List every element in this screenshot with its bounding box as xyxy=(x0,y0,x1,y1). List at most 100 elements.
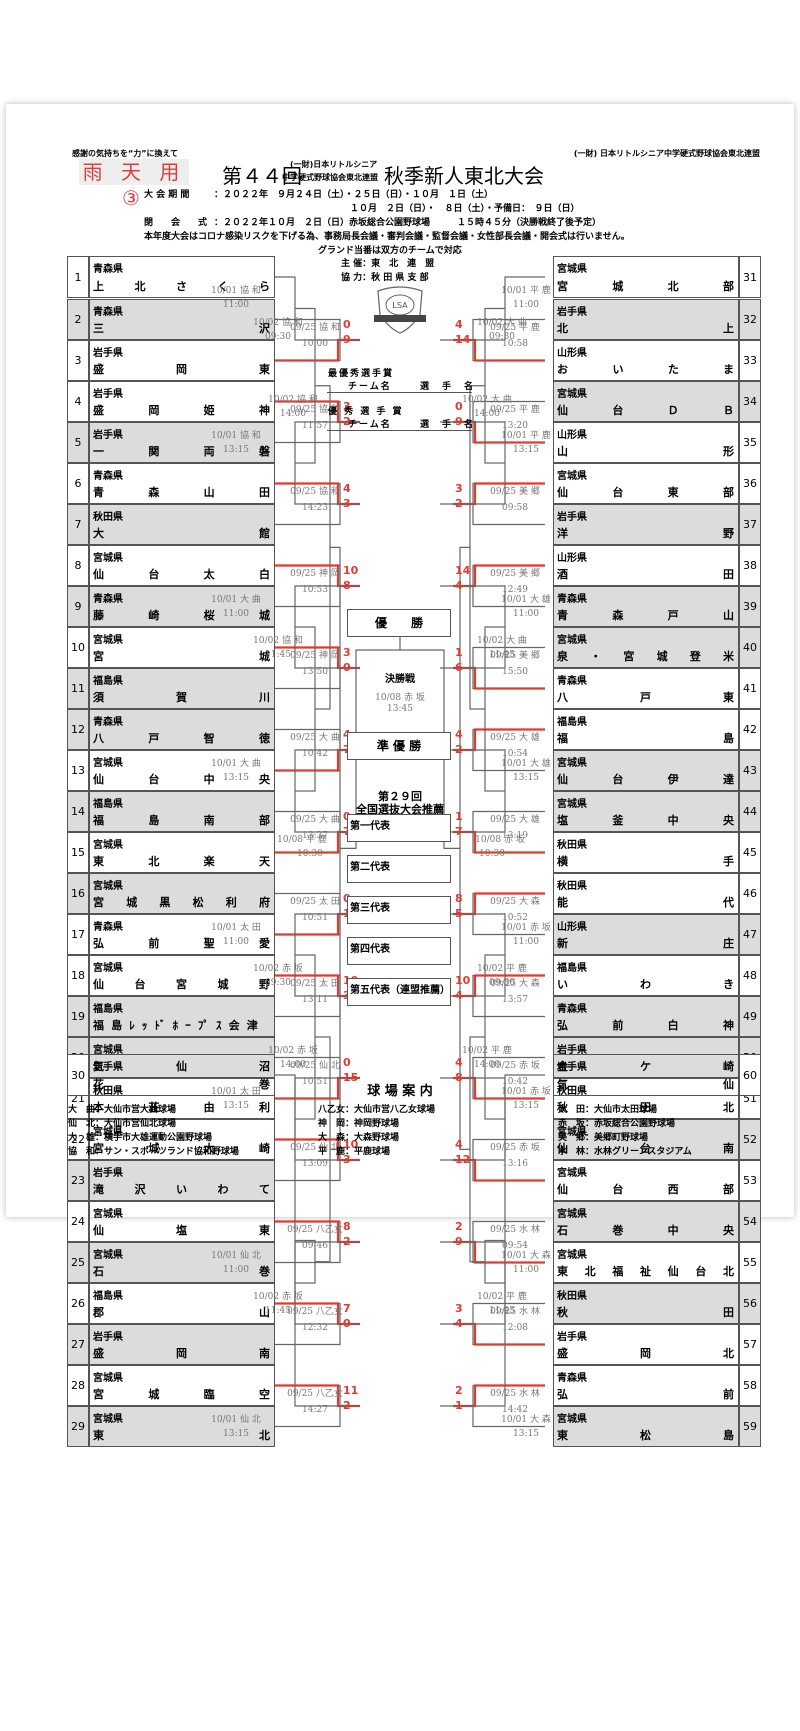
game-date: 09/25 平 鹿 xyxy=(490,322,540,333)
final-date: 10/08 赤 坂 xyxy=(375,693,425,703)
game-date: 09/25 協 和 xyxy=(290,486,340,497)
game-date: 09/25 水 林 xyxy=(490,1224,540,1235)
team-name: 仙台西部 xyxy=(557,1183,735,1196)
prefecture: 岩手県 xyxy=(93,1332,123,1343)
game-time: 12:32 xyxy=(302,1322,328,1333)
representative-box: 第二代表 xyxy=(347,855,451,883)
score-bottom: 4 xyxy=(455,578,463,592)
prefecture: 福島県 xyxy=(93,1291,123,1302)
prefecture: 青森県 xyxy=(93,594,123,605)
game-date: 10/01 協 和 xyxy=(211,431,261,441)
seed-number: 34 xyxy=(739,381,761,422)
prefecture: 秋田県 xyxy=(557,1086,587,1097)
game-date: 09/25 大 雄 xyxy=(490,732,540,743)
stadium-entry: 神 岡：神岡野球場 xyxy=(318,1119,400,1129)
team-name: 本荘由利 xyxy=(93,1101,271,1114)
prefecture: 岩手県 xyxy=(557,1332,587,1343)
prefecture: 青森県 xyxy=(93,717,123,728)
team-box: 福島県郡山 xyxy=(89,1283,275,1324)
game-date: 10/02 大 曲 xyxy=(477,636,527,646)
team-box: 宮城県宮城臨空 xyxy=(89,1365,275,1406)
national-title2: 全国選抜大会推薦 xyxy=(356,803,444,816)
team-box: 青森県藤崎桜城 xyxy=(89,586,275,627)
representative-label: 第五代表（連盟推薦） xyxy=(350,985,450,996)
score-top: 4 xyxy=(343,728,351,741)
stadium-entry: 太 田：大仙市太田球場 xyxy=(558,1105,658,1115)
game-time: 09:30 xyxy=(265,978,291,988)
team-box: 宮城県宮城黒松利府 xyxy=(89,873,275,914)
score-top: 4 xyxy=(343,481,351,495)
score-bottom: 0 xyxy=(343,1316,351,1330)
game-date: 09/25 太 田 xyxy=(290,896,340,907)
game-date: 10/02 赤 坂 xyxy=(253,964,303,974)
score-top: 1 xyxy=(455,809,463,823)
game-time: 11:00 xyxy=(223,1265,249,1275)
team-box: 宮城県塩釜中央 xyxy=(553,791,739,832)
team-box: 秋田県横手 xyxy=(553,832,739,873)
prefecture: 宮城県 xyxy=(93,963,123,974)
seed-number: 30 xyxy=(67,1054,89,1096)
seed-number: 41 xyxy=(739,668,761,709)
team-name: 盛岡北 xyxy=(557,1347,735,1360)
game-date: 10/02 協 和 xyxy=(253,317,303,328)
team-box: 山形県山形 xyxy=(553,422,739,463)
game-time: 09:30 xyxy=(489,331,515,342)
team-box: 青森県八戸東 xyxy=(553,668,739,709)
excellent-col-player: 選 手 名 xyxy=(420,420,476,430)
score-top: 0 xyxy=(343,1055,351,1069)
seed-number: 9 xyxy=(67,586,89,627)
game-time: 13:15 xyxy=(223,1429,249,1439)
team-box: 青森県三沢 xyxy=(89,299,275,340)
team-box: 福島県福島ﾚｯﾄﾞﾎｰﾌﾟｽ会津 xyxy=(89,996,275,1037)
team-name: いわき xyxy=(557,978,735,991)
slogan: 感謝の気持ちを“力”に換えて xyxy=(72,149,179,158)
team-box: 岩手県金ケ崎 xyxy=(553,1037,739,1078)
host: 主 催：東 北 連 盟 xyxy=(341,259,435,269)
team-name: 仙台伊達 xyxy=(557,773,735,786)
game-date: 10/01 大 森 xyxy=(501,1251,551,1261)
team-name: 大館 xyxy=(93,527,271,540)
team-name: 秋田北 xyxy=(557,1101,735,1114)
excellent-divider xyxy=(327,430,472,431)
closing-label: 閉 会 式 xyxy=(144,218,208,228)
game-time: 10:00 xyxy=(302,338,328,349)
score-bottom: 7 xyxy=(343,743,351,756)
team-name: 弘前 xyxy=(557,1388,735,1401)
prefecture: 青森県 xyxy=(93,471,123,482)
score-top: 4 xyxy=(455,727,463,741)
score-bottom: 4 xyxy=(455,988,463,1002)
game-time: 13:15 xyxy=(513,773,539,783)
game-time: 10:51 xyxy=(302,1076,328,1087)
team-name: 青森山田 xyxy=(93,486,271,499)
prefecture: 宮城県 xyxy=(557,1250,587,1261)
game-date: 10/01 平 鹿 xyxy=(501,431,551,441)
seed-number: 59 xyxy=(739,1406,761,1447)
team-name: 塩釜中央 xyxy=(557,814,735,827)
prefecture: 岩手県 xyxy=(557,307,587,318)
game-date: 09/25 平 鹿 xyxy=(490,404,540,415)
team-box: 宮城県東北福祉仙台北 xyxy=(553,1242,739,1283)
league-emblem-icon: LSA xyxy=(374,286,426,334)
prefecture: 宮城県 xyxy=(93,1414,123,1425)
team-name: 石巻中央 xyxy=(557,1224,735,1237)
period-label: 大 会 期 間 xyxy=(144,190,190,200)
score-bottom: 1 xyxy=(455,1398,463,1412)
seed-number: 10 xyxy=(67,627,89,668)
prefecture: 宮城県 xyxy=(93,758,123,769)
prefecture: 福島県 xyxy=(93,799,123,810)
game-time: 13:15 xyxy=(513,1429,539,1439)
team-box: 宮城県仙台宮城野 xyxy=(89,955,275,996)
score-top: 0 xyxy=(343,810,351,823)
game-date: 10/02 平 鹿 xyxy=(477,964,527,974)
national-title1: 第２９回 xyxy=(378,790,422,803)
team-box: 宮城県仙塩東 xyxy=(89,1201,275,1242)
